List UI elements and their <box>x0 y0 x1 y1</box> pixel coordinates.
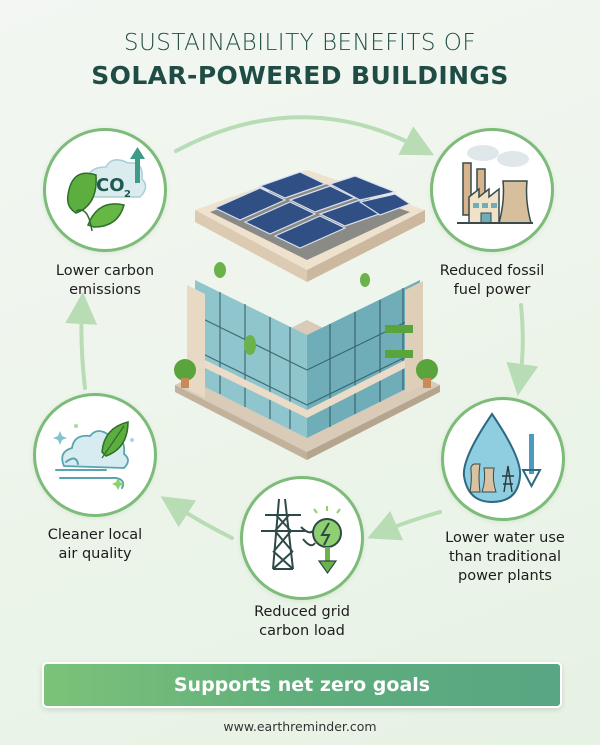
title-line-2: SOLAR-POWERED BUILDINGS <box>91 61 509 90</box>
svg-text:2: 2 <box>124 189 131 200</box>
arrow-right <box>506 303 539 396</box>
water-drop-icon <box>462 412 542 504</box>
benefit-circle-grid <box>240 476 364 600</box>
benefit-label-grid: Reduced grid carbon load <box>254 604 350 639</box>
arrow-bottom-left <box>160 496 234 540</box>
footer-url[interactable]: www.earthreminder.com <box>223 719 377 734</box>
benefit-label-water: Lower water use than traditional power p… <box>445 530 565 584</box>
power-tower-icon <box>261 498 342 575</box>
solar-building-icon <box>174 170 440 460</box>
clean-air-icon <box>53 421 134 490</box>
net-zero-banner: Supports net zero goals <box>42 662 562 708</box>
benefit-circle-air <box>33 393 157 517</box>
benefit-circle-carbon: CO 2 <box>43 128 167 252</box>
benefit-label-fossil: Reduced fossil fuel power <box>439 263 545 298</box>
arrow-left <box>65 292 98 390</box>
svg-text:CO: CO <box>96 175 125 196</box>
arrow-bottom-right <box>367 510 442 541</box>
benefit-label-carbon: Lower carbon emissions <box>55 263 155 298</box>
benefit-circle-fossil <box>430 128 554 252</box>
benefit-circle-water <box>441 397 565 521</box>
co2-leaf-icon: CO 2 <box>66 147 147 232</box>
factory-icon <box>457 145 533 224</box>
title-line-1: SUSTAINABILITY BENEFITS OF <box>123 30 477 56</box>
benefit-label-air: Cleaner local air quality <box>47 527 143 562</box>
arrow-top <box>174 115 435 156</box>
